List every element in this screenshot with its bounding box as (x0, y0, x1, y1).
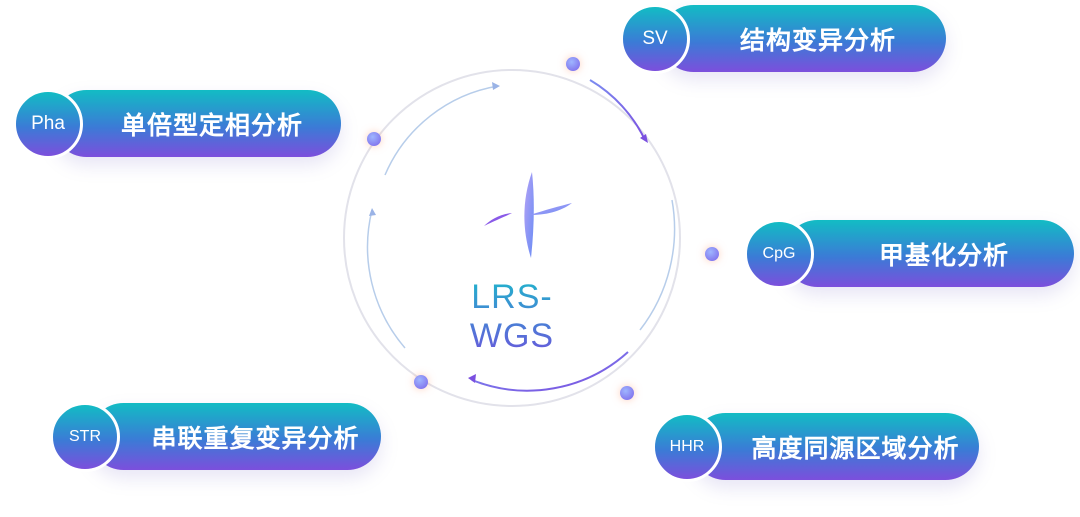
ring-dot (566, 57, 580, 71)
node-str: STR 串联重复变异分析 (50, 402, 381, 472)
node-hhr: HHR 高度同源区域分析 (652, 412, 979, 482)
propeller-logo-icon (484, 172, 572, 258)
node-label: 结构变异分析 (660, 5, 946, 72)
node-sv: SV 结构变异分析 (620, 4, 946, 74)
node-cpg: CpG 甲基化分析 (744, 219, 1074, 289)
node-abbr: CpG (744, 219, 814, 289)
arc-arrow-bottom (471, 351, 629, 392)
arc-arrow-top-right (589, 79, 646, 141)
node-abbr: HHR (652, 412, 722, 482)
ring-dot (414, 375, 428, 389)
arc-arrow-top-left (384, 85, 499, 176)
ring-dot (620, 386, 634, 400)
node-label: 高度同源区域分析 (692, 413, 979, 480)
node-abbr: Pha (13, 89, 83, 159)
ring-dot (705, 247, 719, 261)
arc-arrow-left (366, 209, 406, 349)
node-abbr: SV (620, 4, 690, 74)
outer-ring (343, 69, 681, 407)
node-abbr: STR (50, 402, 120, 472)
arc-arrow-right (639, 199, 676, 331)
ring-dot (367, 132, 381, 146)
center-title: LRS-WGS (430, 278, 594, 356)
node-label: 甲基化分析 (784, 220, 1074, 287)
node-label: 串联重复变异分析 (90, 403, 381, 470)
node-pha: Pha 单倍型定相分析 (13, 89, 341, 159)
node-label: 单倍型定相分析 (53, 90, 341, 157)
